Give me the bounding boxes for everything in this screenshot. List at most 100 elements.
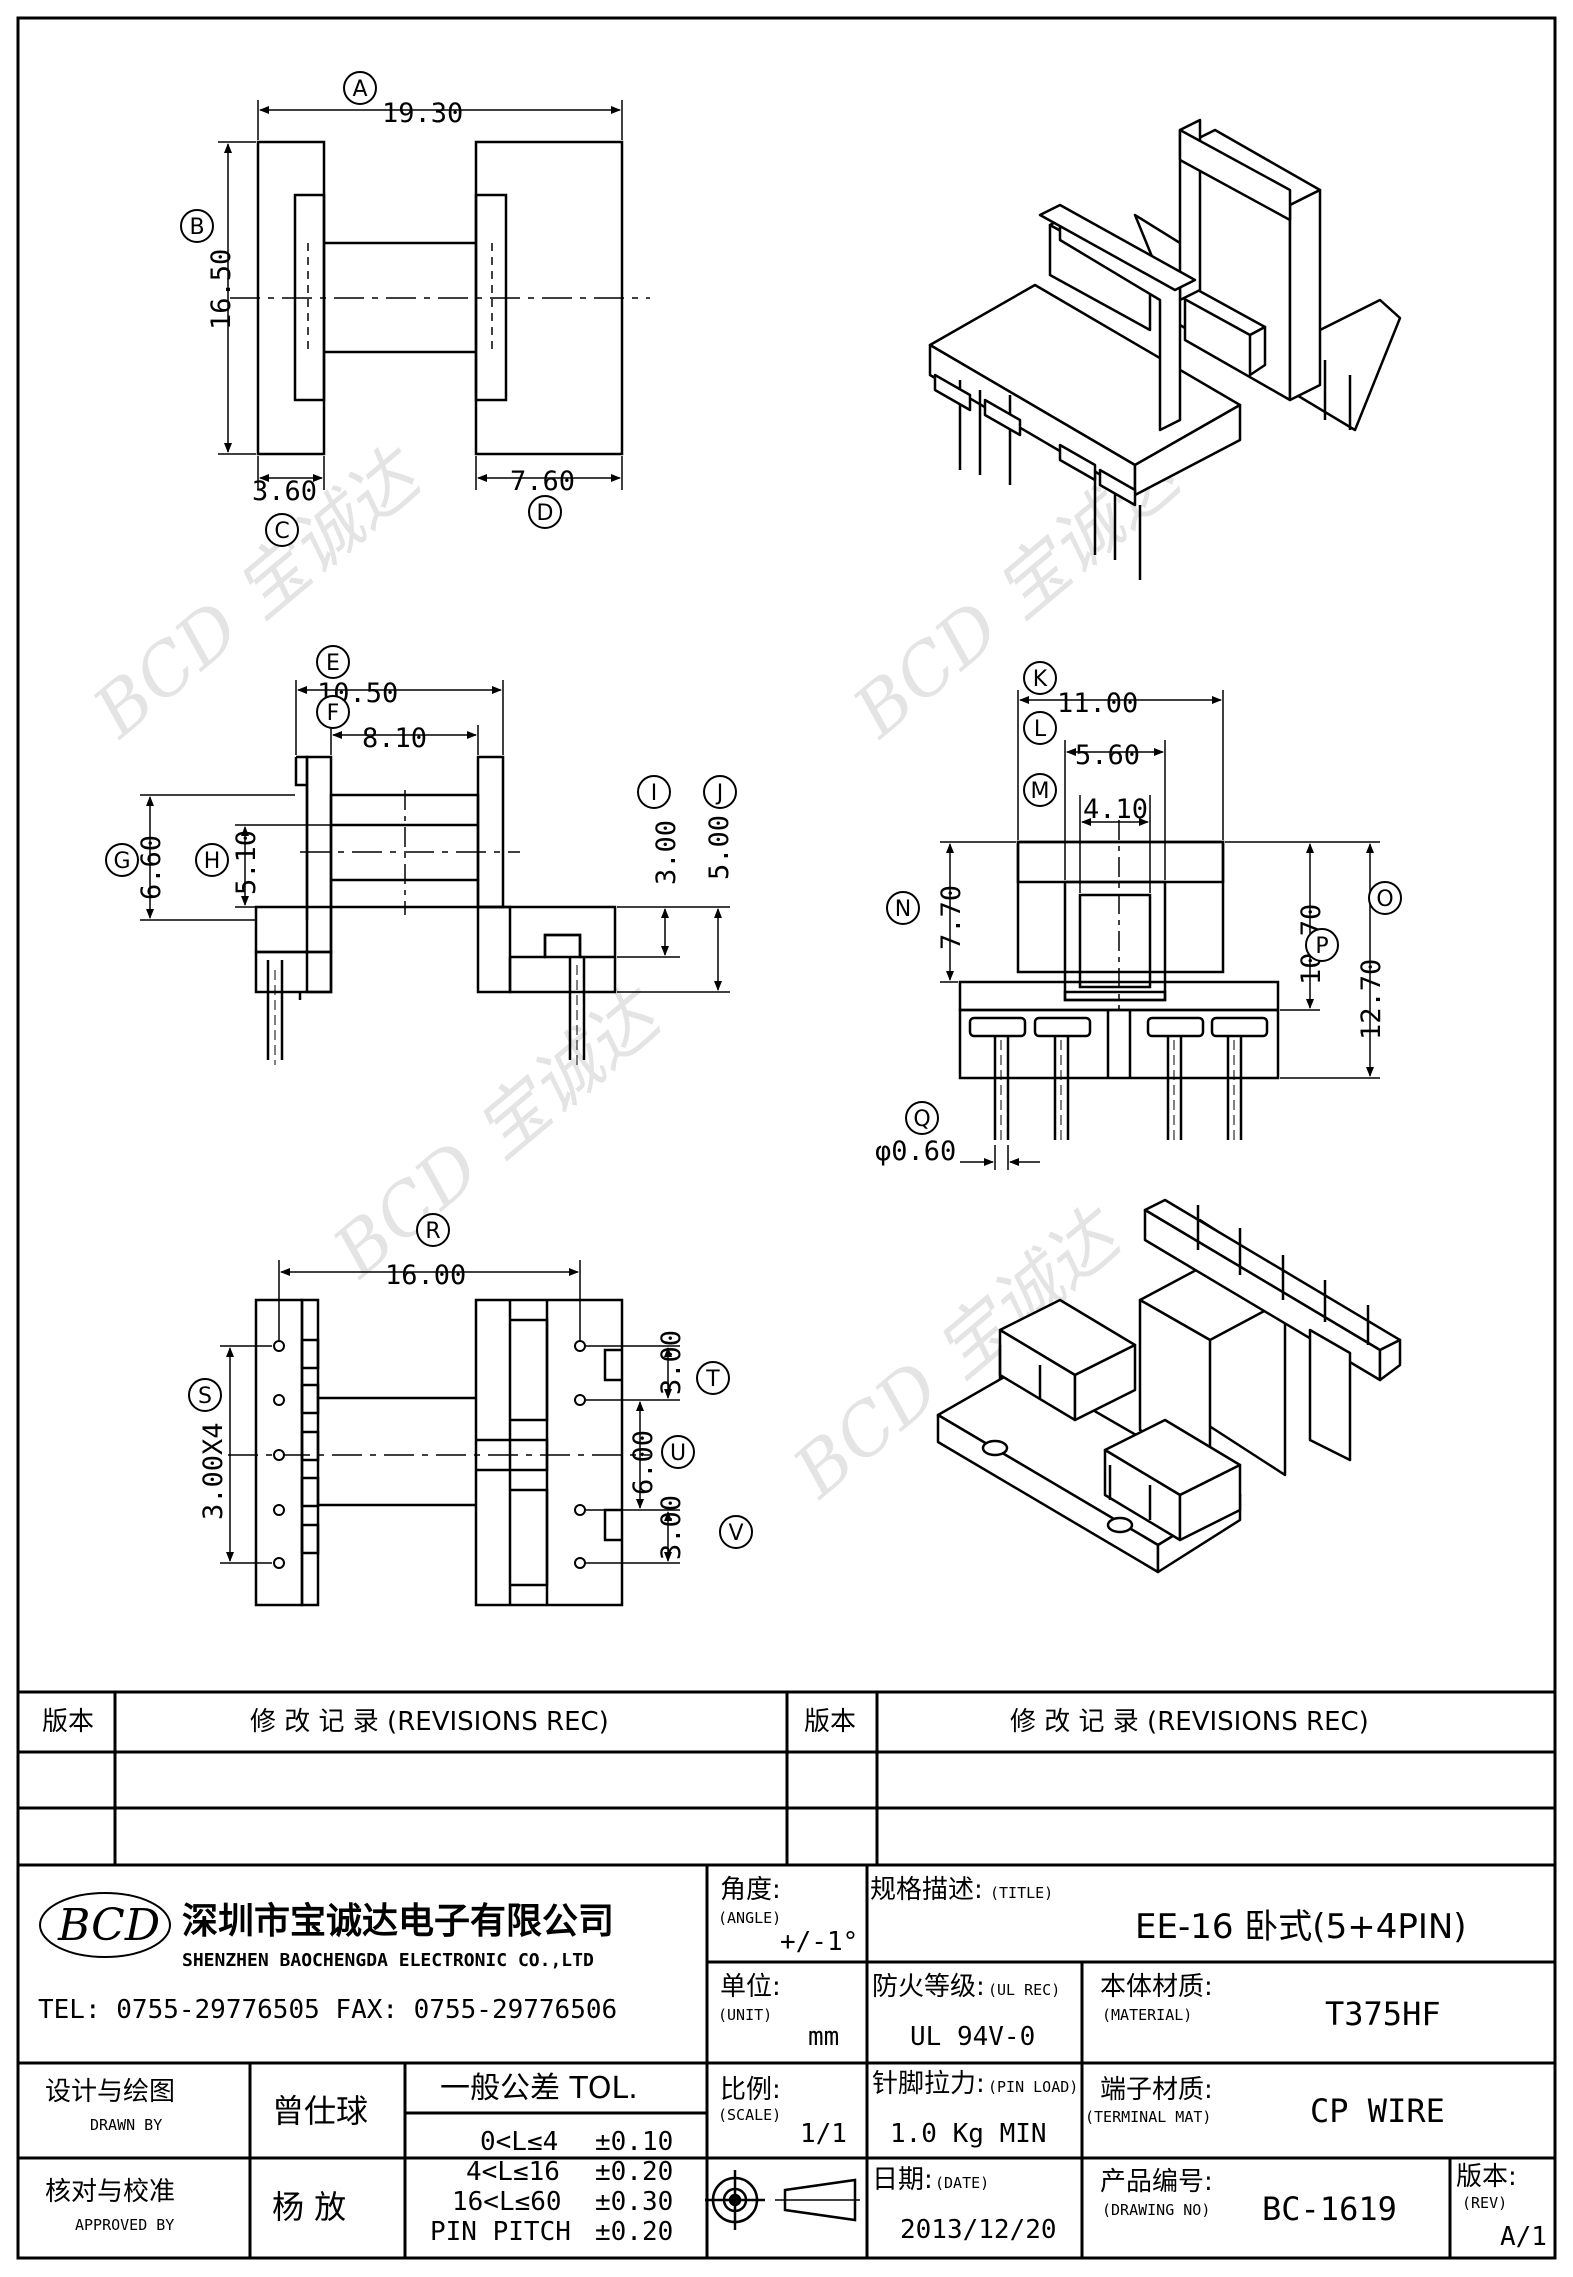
- dim-marker-label: C: [274, 519, 289, 544]
- dim-i: 3.00: [651, 820, 682, 885]
- drawing-no-label-en: (DRAWING NO): [1102, 2201, 1210, 2219]
- dim-marker-label: A: [352, 77, 367, 102]
- dim-marker-e: E: [316, 645, 350, 679]
- company-name-cn: 深圳市宝诚达电子有限公司: [182, 1901, 614, 1942]
- dim-marker-t: T: [696, 1361, 730, 1395]
- terminal-label: 端子材质:: [1100, 2075, 1213, 2105]
- dim-m: 4.10: [1083, 794, 1148, 825]
- dim-marker-label: J: [715, 781, 724, 806]
- dim-marker-b: B: [180, 209, 214, 243]
- scale-value: 1/1: [800, 2119, 847, 2149]
- svg-text:BCD: BCD: [57, 1900, 160, 1951]
- dim-j: 5.00: [704, 815, 735, 880]
- dim-marker-k: K: [1023, 661, 1057, 695]
- dim-marker-label: K: [1033, 667, 1048, 692]
- dim-a: 19.30: [382, 98, 463, 129]
- dim-marker-o: O: [1368, 881, 1402, 915]
- dim-marker-m: M: [1023, 773, 1057, 807]
- dim-marker-h: H: [195, 843, 229, 877]
- dim-u: 6.00: [628, 1430, 659, 1495]
- dim-t: 3.00: [656, 1330, 687, 1395]
- unit-label: 单位:: [720, 1972, 781, 2002]
- tol-value-4: ±0.20: [595, 2217, 673, 2247]
- dim-marker-i: I: [637, 775, 671, 809]
- tol-range-4: PIN PITCH: [430, 2217, 571, 2247]
- isometric-view-top: [928, 118, 1402, 580]
- dim-marker-c: C: [265, 513, 299, 547]
- scale-label: 比例:: [720, 2075, 781, 2105]
- dim-q: φ0.60: [875, 1136, 956, 1167]
- rev-header-right: 修 改 记 录 (REVISIONS REC): [1010, 1707, 1369, 1737]
- sheet-border: [16, 16, 1557, 2260]
- side-view: [958, 820, 1280, 1145]
- drawn-label-en: DRAWN BY: [90, 2116, 162, 2134]
- dim-marker-label: F: [327, 701, 340, 726]
- front-view-dimensions: [140, 680, 730, 993]
- drawing-no-value: BC-1619: [1262, 2190, 1397, 2228]
- date-label-en: (DATE): [935, 2174, 989, 2192]
- tol-value-2: ±0.20: [595, 2157, 673, 2187]
- rev-header-left: 修 改 记 录 (REVISIONS REC): [250, 1707, 609, 1737]
- dim-marker-r: R: [416, 1213, 450, 1247]
- dim-marker-v: V: [719, 1515, 753, 1549]
- tol-range-3: 16<L≤60: [452, 2187, 562, 2217]
- dim-marker-a: A: [343, 71, 377, 105]
- unit-value: mm: [808, 2022, 839, 2052]
- title-block-grid: [18, 1865, 1555, 2258]
- tol-title: 一般公差 TOL.: [440, 2071, 638, 2106]
- bottom-view-pins: [273, 1340, 586, 1569]
- dim-marker-label: P: [1315, 934, 1328, 959]
- dim-marker-q: Q: [905, 1101, 939, 1135]
- dim-l: 5.60: [1075, 740, 1140, 771]
- svg-text:BCD 宝诚达: BCD 宝诚达: [317, 971, 680, 1294]
- dim-marker-label: S: [198, 1384, 212, 1409]
- dim-marker-u: U: [661, 1435, 695, 1469]
- dim-marker-label: T: [705, 1367, 720, 1392]
- company-name-en: SHENZHEN BAOCHENGDA ELECTRONIC CO.,LTD: [182, 1950, 594, 1971]
- angle-label: 角度:: [720, 1875, 781, 1905]
- dim-marker-label: O: [1376, 887, 1393, 912]
- dim-marker-label: I: [651, 781, 658, 806]
- unit-label-en: (UNIT): [718, 2006, 772, 2024]
- dim-marker-label: Q: [913, 1107, 930, 1132]
- dim-marker-s: S: [188, 1378, 222, 1412]
- rev-value: A/1: [1500, 2222, 1547, 2252]
- revision-table: [18, 1690, 1555, 1867]
- approved-value: 杨 放: [272, 2188, 346, 2226]
- date-label: 日期:: [872, 2165, 933, 2195]
- tol-range-2: 4<L≤16: [466, 2157, 560, 2187]
- dim-marker-f: F: [316, 695, 350, 729]
- date-value: 2013/12/20: [900, 2215, 1057, 2245]
- isometric-view-bottom: [936, 1198, 1402, 1574]
- dim-d: 7.60: [510, 466, 575, 497]
- dim-h: 5.10: [231, 830, 262, 895]
- dim-marker-label: U: [670, 1441, 686, 1466]
- dim-b: 16.50: [206, 249, 237, 330]
- approved-label: 核对与校准: [45, 2177, 175, 2207]
- material-value: T375HF: [1325, 1995, 1441, 2033]
- dim-marker-label: N: [895, 897, 911, 922]
- dim-n: 7.70: [936, 885, 967, 950]
- ul-label: 防火等级:: [872, 1972, 985, 2002]
- dim-marker-label: V: [728, 1521, 743, 1546]
- terminal-value: CP WIRE: [1310, 2092, 1445, 2130]
- approved-label-en: APPROVED BY: [75, 2216, 174, 2234]
- title-value: EE-16 卧式(5+4PIN): [1135, 1907, 1467, 1947]
- drawing-no-label: 产品编号:: [1100, 2167, 1213, 2197]
- dim-v: 3.00: [656, 1495, 687, 1560]
- dim-k: 11.00: [1057, 688, 1138, 719]
- dim-marker-label: R: [425, 1219, 440, 1244]
- material-label-en: (MATERIAL): [1102, 2006, 1192, 2024]
- title-label-en: (TITLE): [990, 1884, 1053, 1902]
- title-label: 规格描述:: [870, 1875, 983, 1905]
- dim-marker-p: P: [1305, 928, 1339, 962]
- dim-marker-label: E: [326, 651, 340, 676]
- dim-c: 3.60: [252, 476, 317, 507]
- drawn-label: 设计与绘图: [45, 2077, 175, 2107]
- dim-marker-label: D: [537, 501, 554, 526]
- pin-load-label-en: (PIN LOAD): [988, 2078, 1078, 2096]
- tol-value-3: ±0.30: [595, 2187, 673, 2217]
- dim-marker-label: G: [113, 849, 130, 874]
